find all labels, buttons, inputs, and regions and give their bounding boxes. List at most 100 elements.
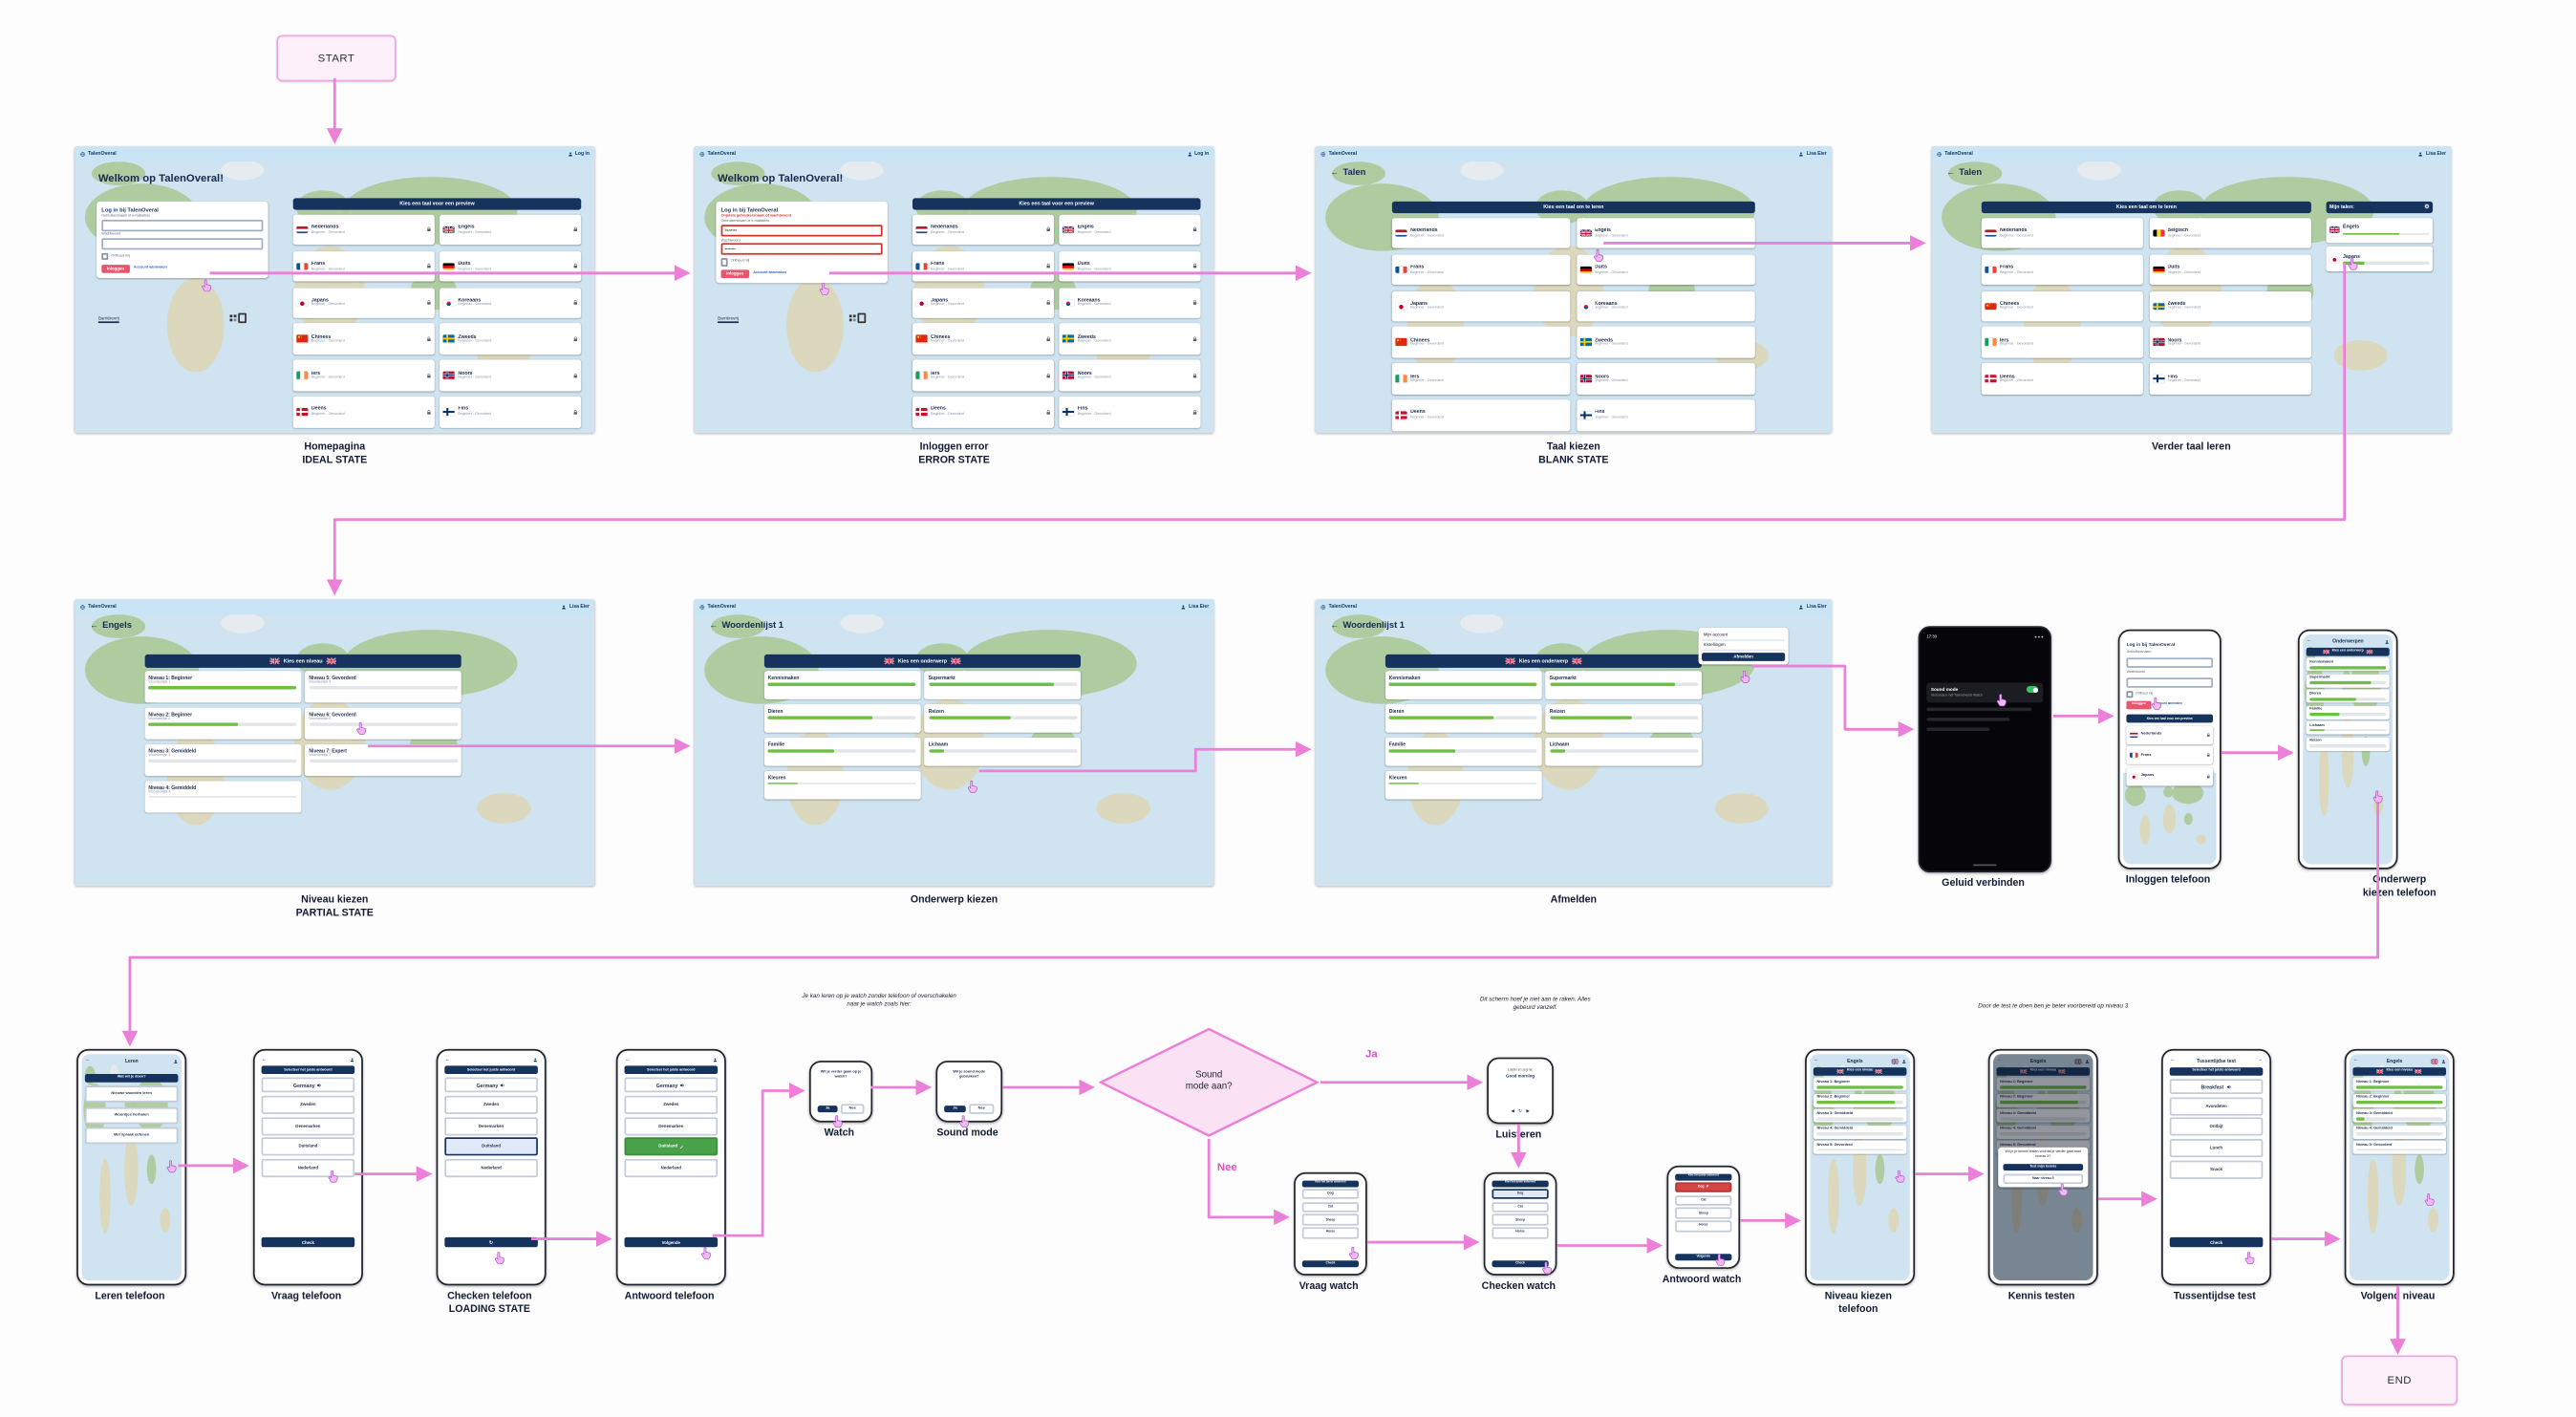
topic-item[interactable]: Reizen — [1545, 704, 1703, 733]
answer-option[interactable]: Zweden — [624, 1095, 718, 1115]
accessibility-link[interactable]: Barrièrevrij — [97, 315, 119, 321]
answer-option[interactable]: Ontbijt — [2169, 1118, 2264, 1137]
account-area[interactable]: Log in — [568, 150, 590, 157]
speaker-icon[interactable] — [317, 1083, 323, 1088]
leren-option[interactable]: Nieuwe woorden leren — [85, 1085, 179, 1104]
watch-yes-button[interactable]: Ja — [817, 1105, 839, 1113]
phone-level-item[interactable]: Niveau 1: Beginner — [1996, 1078, 2090, 1091]
watch-answer-option[interactable]: Dog✗ — [1674, 1182, 1732, 1193]
account-area[interactable]: Lisa Eier — [1799, 603, 1827, 610]
answer-option[interactable]: Nederland — [624, 1158, 718, 1177]
answer-option[interactable]: Duitsland✓ — [624, 1137, 718, 1156]
topic-item[interactable]: Familie — [1385, 737, 1542, 766]
watch-answer-option[interactable]: Dog — [1301, 1189, 1360, 1200]
password-field[interactable] — [101, 238, 264, 250]
phone-language-item[interactable]: Japans — [2126, 766, 2213, 785]
gear-icon[interactable]: ⚙ — [2424, 204, 2430, 211]
loading-spinner-icon[interactable]: ↻ — [1518, 1108, 1522, 1115]
back-icon[interactable]: ← — [2169, 1056, 2176, 1063]
answer-option[interactable]: Avondeten — [2169, 1097, 2264, 1116]
back-arrow-icon[interactable]: ← — [1946, 167, 1955, 178]
speaker-icon[interactable] — [500, 1083, 505, 1088]
phone-level-item[interactable]: Niveau 4: Gemiddeld — [1813, 1125, 1907, 1139]
account-area[interactable]: Lisa Eier — [2418, 150, 2446, 157]
phone-create-link[interactable]: Account aanmaken — [2155, 703, 2183, 707]
phone-topic-item[interactable]: Kennismaken — [2306, 657, 2390, 672]
phone-language-item[interactable]: Frans — [2126, 746, 2213, 765]
phone-level-item[interactable]: Niveau 4: Gemiddeld — [1996, 1125, 2090, 1139]
login-button[interactable]: Inloggen — [720, 268, 749, 279]
create-account-link[interactable]: Account aanmaken — [133, 267, 167, 270]
watch-yes-button[interactable]: Ja — [943, 1105, 967, 1113]
watch-answer-option[interactable]: Cat — [1674, 1194, 1732, 1207]
watch-no-button[interactable]: Nee — [968, 1103, 995, 1115]
answer-option[interactable]: Nederland — [444, 1158, 538, 1177]
topic-item[interactable]: Lichaam — [1545, 737, 1703, 766]
back-icon[interactable]: ← — [624, 1056, 631, 1063]
watch-answer-option[interactable]: Sheep — [1674, 1207, 1732, 1219]
rewind-icon[interactable]: ◀ — [1511, 1108, 1514, 1115]
account-menu-item[interactable]: Mijn account — [1702, 631, 1786, 641]
create-account-link[interactable]: Account aanmaken — [753, 271, 787, 276]
check-button[interactable]: Check — [261, 1237, 355, 1248]
phone-level-item[interactable]: Niveau 4: Gemiddeld — [2352, 1125, 2446, 1139]
topic-item[interactable]: Dieren — [1385, 704, 1542, 733]
topic-item[interactable]: Kennismaken — [1385, 671, 1542, 700]
back-arrow-icon[interactable]: ← — [90, 620, 98, 631]
back-icon[interactable]: ← — [444, 1056, 451, 1063]
answer-option[interactable]: Duitsland — [444, 1137, 538, 1156]
topic-item[interactable]: Reizen — [924, 704, 1082, 733]
answer-option[interactable]: Zweden — [444, 1095, 538, 1115]
phone-level-item[interactable]: Niveau 3: Gemiddeld — [1996, 1109, 2090, 1123]
watch-check-button[interactable]: Check — [1492, 1259, 1550, 1268]
username-field[interactable] — [101, 219, 264, 232]
leren-option[interactable]: Woordjes herhalen — [85, 1106, 179, 1125]
topic-item[interactable]: Kennismaken — [763, 671, 921, 700]
speaker-icon[interactable] — [2225, 1084, 2231, 1089]
back-icon[interactable]: ← — [1996, 1056, 2003, 1063]
watch-check-button[interactable]: Check — [1301, 1259, 1360, 1268]
account-area[interactable]: Lisa Eier — [562, 603, 590, 610]
phone-level-item[interactable]: Niveau 2: Beginner — [2352, 1093, 2446, 1107]
phone-login-button[interactable]: Inloggen — [2126, 701, 2152, 709]
my-language-item[interactable]: Engels — [2326, 217, 2434, 243]
back-arrow-icon[interactable]: ← — [1330, 167, 1340, 178]
answer-option[interactable]: Duitsland — [261, 1137, 355, 1156]
phone-topic-item[interactable]: Supermarkt — [2306, 674, 2390, 688]
check-button-loading[interactable]: ↻ — [444, 1237, 538, 1248]
test-knowledge-button[interactable]: Test mijn kennis — [2002, 1163, 2084, 1171]
username-field[interactable]: lisaeier — [720, 225, 883, 237]
phone-level-item[interactable]: Niveau 5: Gevorderd — [1813, 1141, 1907, 1154]
account-area[interactable]: Lisa Eier — [1181, 603, 1209, 610]
check-button[interactable]: Check — [2169, 1237, 2264, 1248]
phone-level-item[interactable]: Niveau 1: Beginner — [1813, 1078, 1907, 1091]
watch-answer-option[interactable]: Sheep — [1301, 1213, 1360, 1226]
password-field[interactable]: •••••••• — [720, 244, 883, 256]
skip-to-level-button[interactable]: Naar niveau 3 — [2002, 1172, 2084, 1184]
topic-item[interactable]: Kleuren — [763, 770, 921, 799]
check-button[interactable]: Volgende — [624, 1237, 718, 1248]
phone-topic-item[interactable]: Dieren — [2306, 689, 2390, 703]
